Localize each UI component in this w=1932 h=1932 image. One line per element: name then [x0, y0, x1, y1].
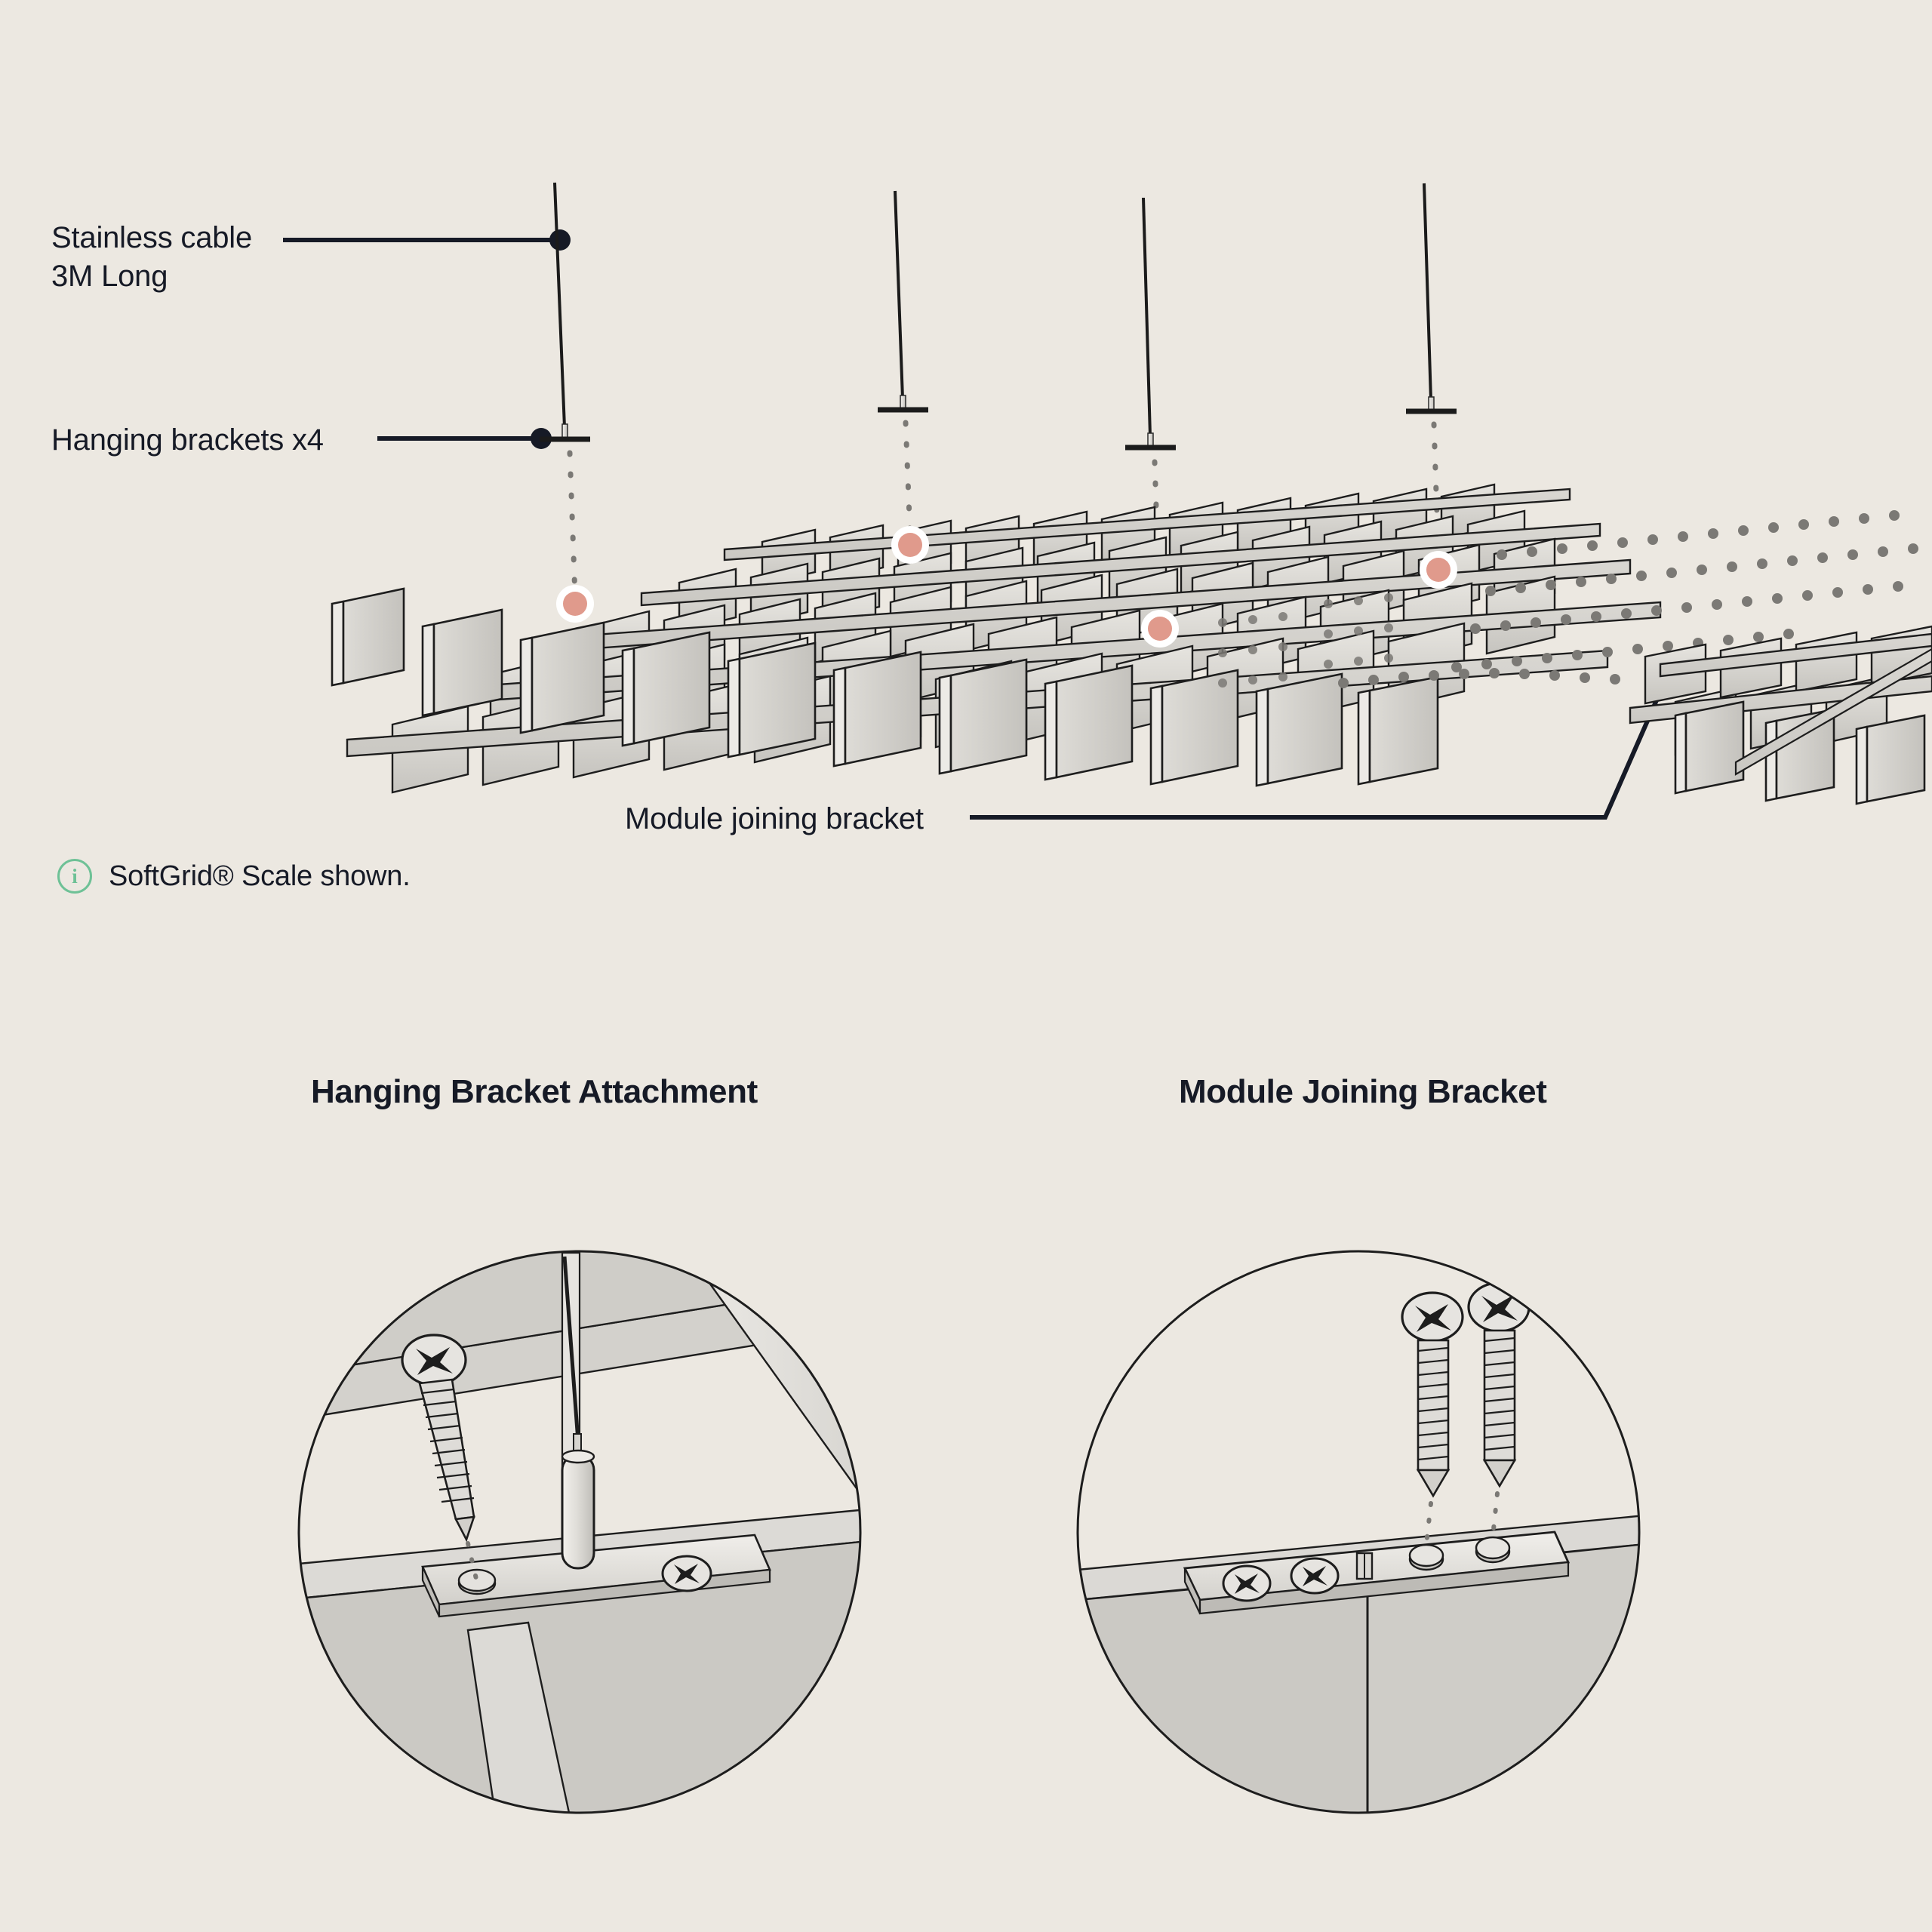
adjacent-module	[1629, 625, 1932, 805]
callout-leader-stainless-cable	[283, 229, 571, 251]
hanging-point-marker	[1420, 551, 1457, 589]
callout-label-hanging-brackets: Hanging brackets x4	[51, 421, 324, 460]
callout-label-stainless-cable: Stainless cable 3M Long	[51, 219, 252, 296]
centre-slot	[1355, 1552, 1374, 1580]
callout-label-module-joining-bracket: Module joining bracket	[625, 800, 924, 838]
screw-head	[401, 1334, 467, 1386]
module-joining-plate	[1183, 1531, 1571, 1615]
callout-line-2: 3M Long	[51, 260, 168, 294]
module-continuation-dots	[1218, 510, 1918, 688]
detail-title-hanging-bracket-attachment: Hanging Bracket Attachment	[311, 1073, 758, 1110]
hanging-point-marker	[891, 526, 929, 564]
screw-head-installed	[1222, 1564, 1272, 1602]
info-icon: i	[57, 859, 92, 894]
cable-with-ferrule	[561, 1256, 595, 1570]
bracket-hole	[1408, 1543, 1444, 1571]
hanging-point-markers	[556, 526, 1457, 648]
loose-screw	[1467, 1281, 1531, 1539]
screw-head	[1401, 1291, 1464, 1343]
screw-head-installed	[1290, 1557, 1340, 1595]
screw-head-installed	[661, 1555, 712, 1592]
callout-line-1: Hanging brackets x4	[51, 423, 324, 457]
screw-head	[1467, 1281, 1531, 1333]
hanging-point-marker	[556, 585, 594, 623]
screw-shaft	[418, 1378, 475, 1543]
loose-screw	[1401, 1291, 1464, 1546]
detail-title-module-joining-bracket: Module Joining Bracket	[1179, 1073, 1547, 1110]
callout-line-1: Module joining bracket	[625, 802, 924, 835]
bracket-hole	[1475, 1536, 1511, 1564]
footnote-text: SoftGrid® Scale shown.	[109, 860, 411, 892]
footnote-softgrid-scale: i SoftGrid® Scale shown.	[57, 859, 411, 894]
hanging-bracket-plate	[421, 1534, 771, 1618]
loose-screw	[401, 1334, 478, 1581]
hanging-point-marker	[1141, 610, 1179, 648]
callout-line-1: Stainless cable	[51, 221, 253, 254]
suspension-cables	[540, 182, 1457, 451]
